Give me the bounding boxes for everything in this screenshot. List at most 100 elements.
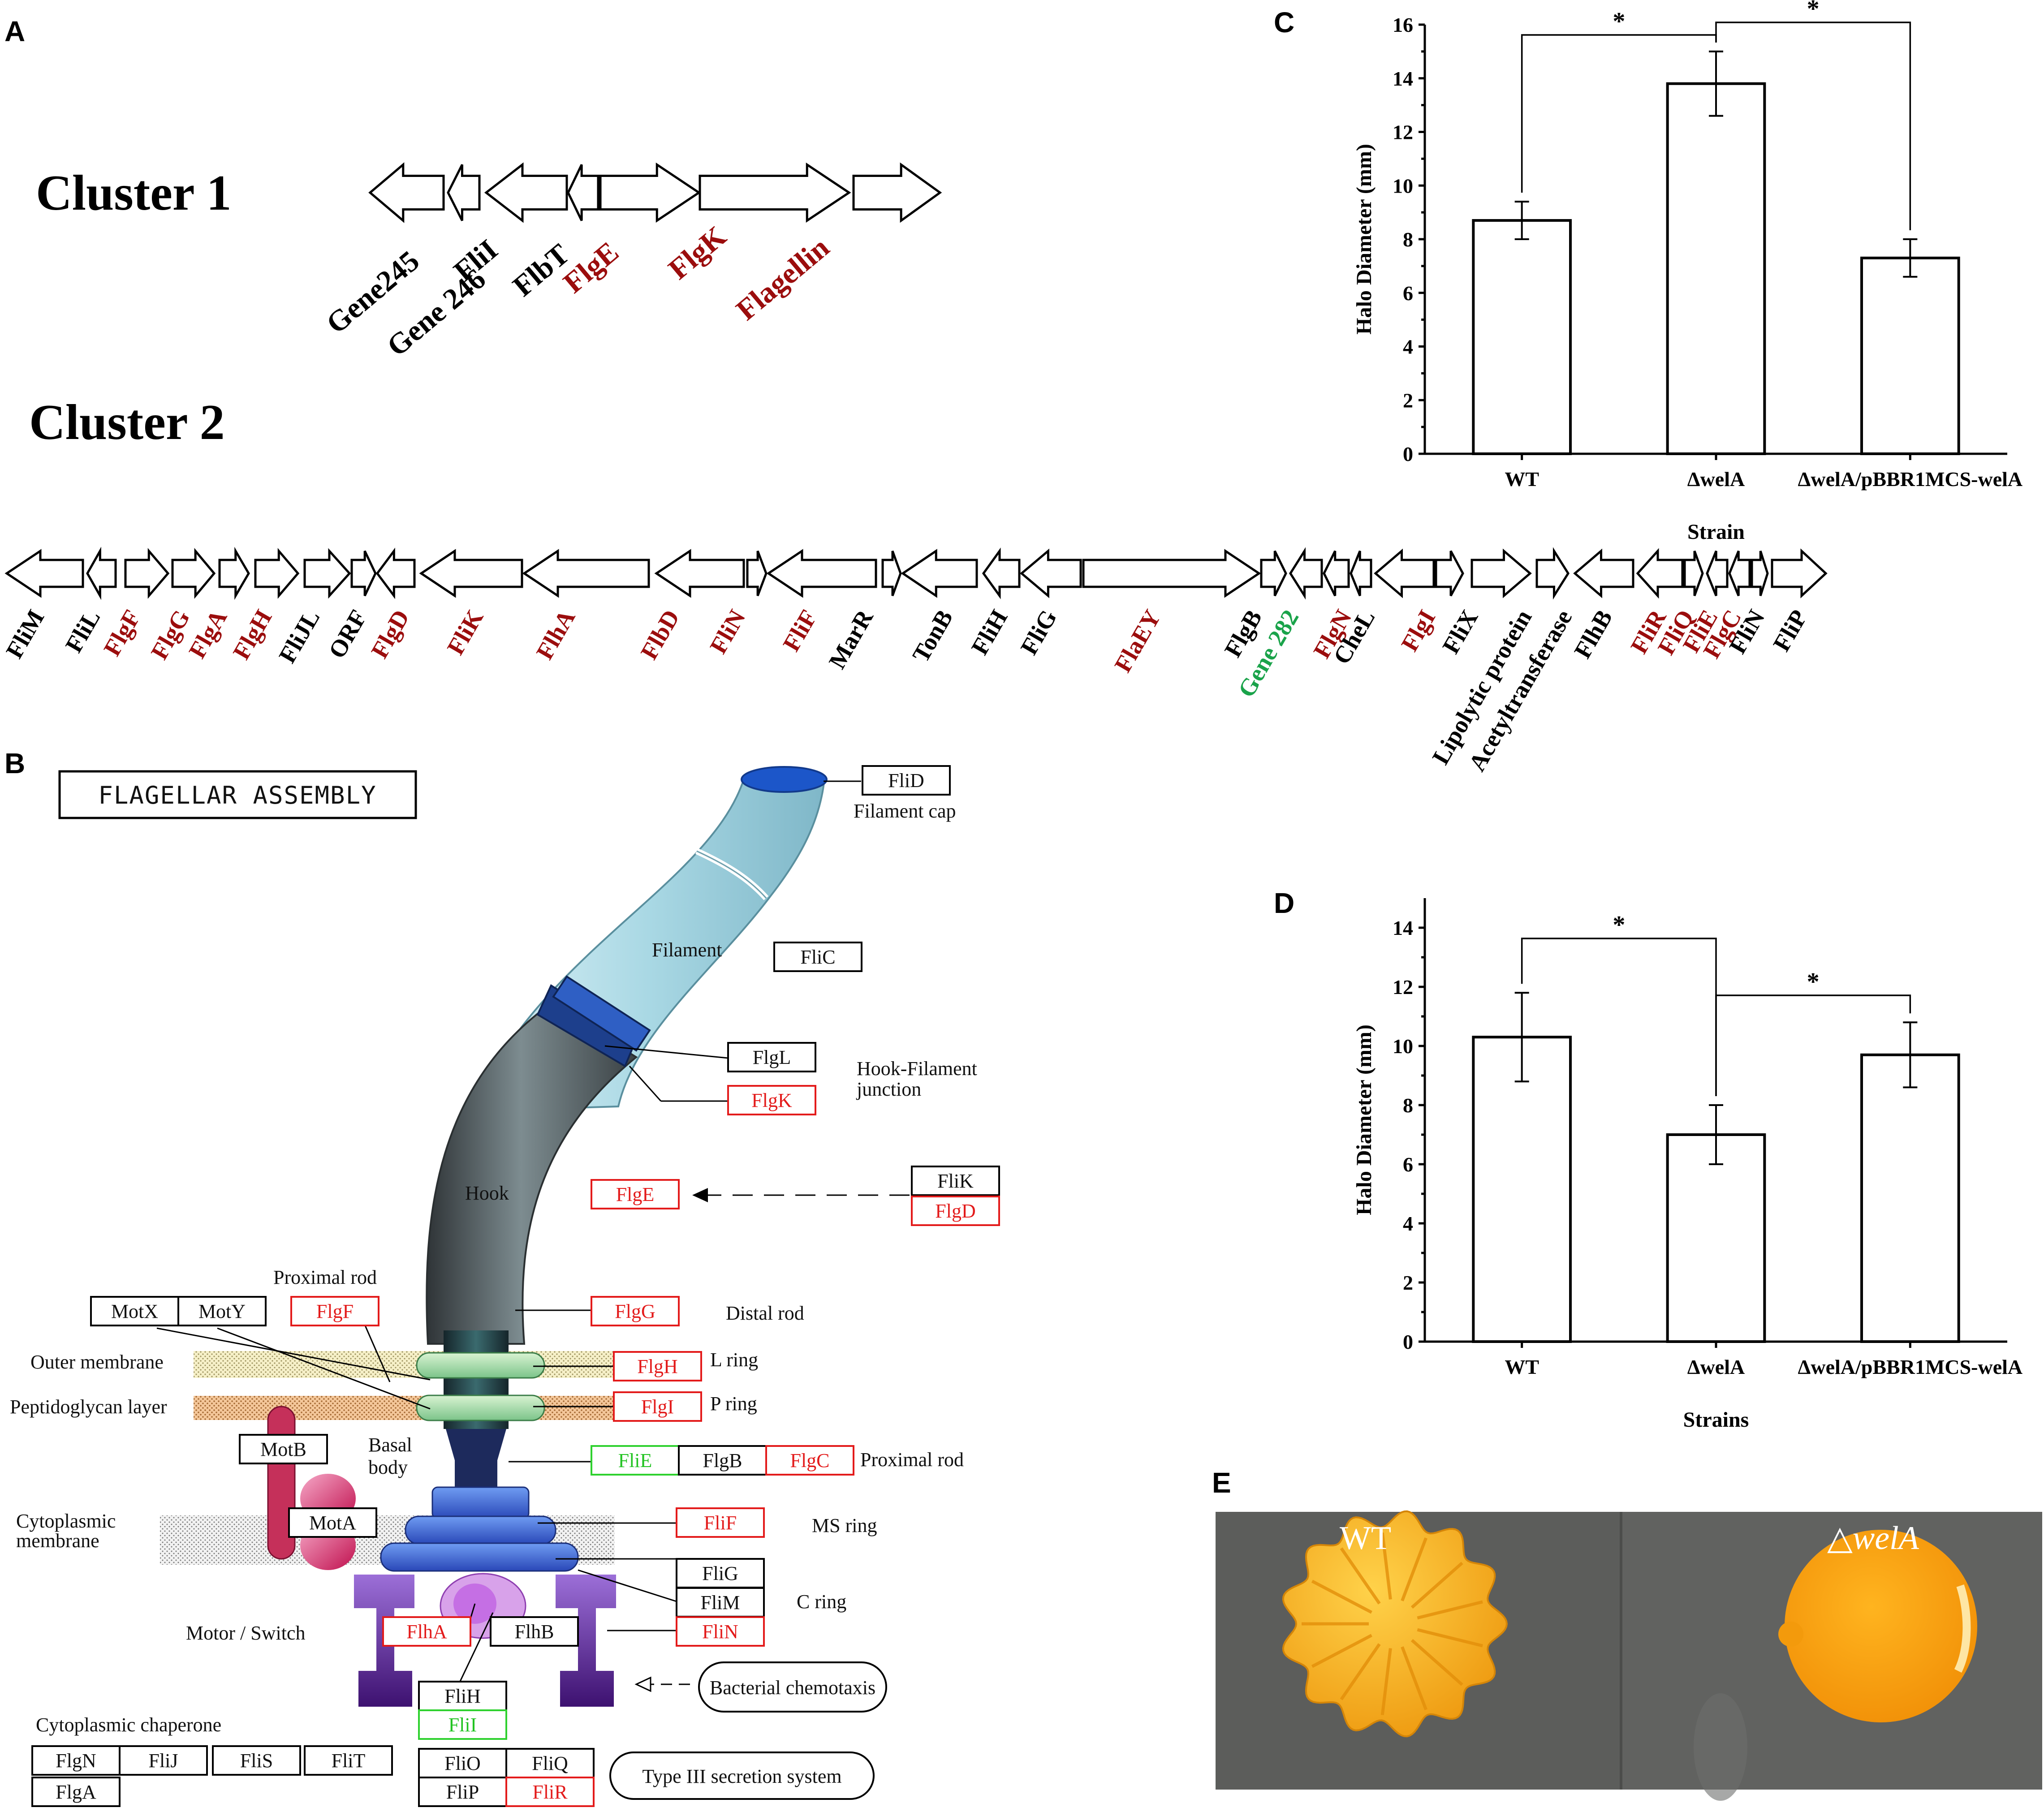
protein-label: FliC (800, 946, 835, 968)
colony-photo: WT △welA (1216, 1510, 2042, 1801)
colony-wrinkle (1410, 1639, 1463, 1686)
protein-box-flgg[interactable]: FlgG (591, 1296, 680, 1326)
y-tick-label: 2 (1403, 1271, 1413, 1294)
cluster2-gene-label: FliN (704, 605, 750, 658)
cluster2-gene-label: FlhA (531, 605, 580, 664)
bacterial-chemotaxis-link[interactable] (698, 1661, 887, 1713)
colony-highlight (1954, 1584, 1971, 1673)
bar (1666, 1133, 1766, 1343)
label-basal-body-1: Basal (368, 1434, 412, 1456)
welA-colony-bud (1778, 1622, 1803, 1647)
cluster2-arrow-30 (1706, 551, 1729, 596)
label-basal-body-2: body (368, 1456, 408, 1478)
protein-box-flim[interactable]: FliM (676, 1587, 765, 1618)
colony-wrinkle (1311, 1579, 1372, 1614)
protein-label: FlgA (56, 1781, 96, 1803)
colony-wrinkle (1401, 1537, 1427, 1601)
label-hook: Hook (465, 1182, 509, 1204)
protein-label: MotB (260, 1438, 306, 1460)
protein-box-motx[interactable]: MotX (90, 1296, 179, 1326)
protein-box-flit[interactable]: FliT (304, 1745, 393, 1776)
protein-box-flin[interactable]: FliN (676, 1616, 765, 1647)
protein-box-flgb[interactable]: FlgB (678, 1445, 767, 1476)
protein-box-flih[interactable]: FliH (418, 1681, 507, 1711)
y-tick-label: 4 (1403, 336, 1413, 358)
colony-wrinkle (1380, 1532, 1392, 1600)
welA-colony (1785, 1530, 1977, 1722)
label-ms-ring: MS ring (812, 1515, 877, 1536)
protein-box-flii[interactable]: FliI (418, 1709, 507, 1740)
cluster2-arrow-1 (86, 547, 117, 600)
significance-star: * (1807, 0, 1820, 23)
protein-box-flgi[interactable]: FlgI (613, 1391, 702, 1422)
colony-wrinkle (1401, 1646, 1427, 1710)
protein-box-flgl[interactable]: FlgL (727, 1042, 816, 1072)
protein-box-flgc[interactable]: FlgC (765, 1445, 854, 1476)
protein-label: FlgB (703, 1450, 742, 1472)
protein-box-flga[interactable]: FlgA (31, 1777, 121, 1807)
cluster1-arrow-6 (852, 162, 942, 223)
protein-box-motb[interactable]: MotB (239, 1434, 328, 1464)
protein-box-flik[interactable]: FliK (911, 1166, 1000, 1196)
significance-star: * (1613, 8, 1625, 35)
cluster-2-gene-arrows (4, 547, 1828, 600)
protein-box-flgk[interactable]: FlgK (727, 1085, 816, 1115)
cluster2-gene-label: FlgF (98, 605, 146, 661)
protein-label: FliH (444, 1685, 481, 1707)
protein-label: FliR (532, 1781, 568, 1803)
protein-box-flic[interactable]: FliC (773, 942, 862, 972)
cluster2-arrow-2 (124, 548, 170, 599)
protein-box-mota[interactable]: MotA (288, 1507, 377, 1538)
protein-box-flio[interactable]: FliO (418, 1748, 507, 1778)
protein-label: MotA (309, 1512, 356, 1534)
protein-box-flgn[interactable]: FlgN (31, 1745, 121, 1776)
cluster2-arrow-18 (1082, 549, 1261, 598)
protein-box-moty[interactable]: MotY (177, 1296, 267, 1326)
ms-ring-top (431, 1486, 530, 1519)
protein-label: FliD (888, 770, 924, 792)
colony-wrinkle (1380, 1648, 1392, 1715)
type-iii-link[interactable] (609, 1751, 875, 1800)
panel-label-d: D (1274, 887, 1294, 919)
protein-box-fliq[interactable]: FliQ (505, 1748, 595, 1778)
protein-box-flhb[interactable]: FlhB (490, 1616, 579, 1647)
cluster1-arrow-1 (447, 164, 481, 221)
protein-box-flif[interactable]: FliF (676, 1507, 765, 1538)
protein-box-flip[interactable]: FliP (418, 1777, 507, 1807)
cluster2-arrow-12 (746, 551, 768, 596)
x-tick-label: ΔwelA/pBBR1MCS-welA (1798, 1356, 2023, 1378)
cluster2-arrow-28 (1636, 548, 1684, 599)
y-tick-label: 10 (1393, 174, 1413, 197)
protein-label: FlgH (637, 1356, 677, 1377)
cluster2-arrow-9 (419, 549, 523, 598)
y-tick-label: 10 (1393, 1035, 1413, 1058)
protein-label: FlgE (616, 1183, 655, 1205)
x-tick-label: ΔwelA (1687, 468, 1745, 491)
pathway-diagram: FLAGELLAR ASSEMBLY (10, 765, 1000, 1807)
cluster2-arrow-11 (654, 549, 745, 598)
pathway-title-box (58, 770, 417, 819)
protein-box-flie[interactable]: FliE (591, 1445, 680, 1476)
cluster1-arrow-4 (599, 162, 701, 223)
cluster2-arrow-31 (1728, 551, 1751, 596)
y-tick-label: 0 (1403, 1330, 1413, 1353)
bar (1666, 82, 1766, 456)
protein-box-flge[interactable]: FlgE (591, 1179, 680, 1209)
protein-box-flha[interactable]: FlhA (382, 1616, 471, 1647)
p-ring-shape (416, 1394, 545, 1421)
protein-box-flgh[interactable]: FlgH (613, 1351, 702, 1381)
protein-box-flir[interactable]: FliR (505, 1777, 595, 1807)
protein-box-flis[interactable]: FliS (212, 1745, 301, 1776)
protein-box-flid[interactable]: FliD (862, 765, 951, 796)
l-ring-shape (416, 1352, 545, 1379)
protein-box-flij[interactable]: FliJ (119, 1745, 208, 1776)
cluster2-gene-label: FliG (1015, 605, 1062, 659)
protein-box-flig[interactable]: FliG (676, 1558, 765, 1588)
bar (1472, 219, 1572, 455)
protein-label: FliQ (532, 1752, 568, 1774)
protein-box-flgd[interactable]: FlgD (911, 1196, 1000, 1226)
protein-box-flgf[interactable]: FlgF (290, 1296, 379, 1326)
